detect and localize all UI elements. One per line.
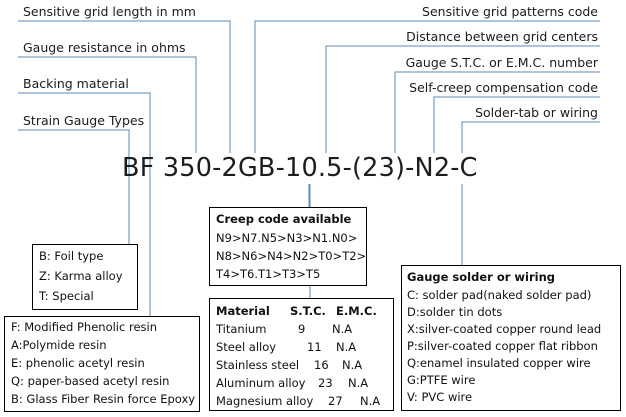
material-stc: 23 [318, 376, 333, 390]
backing-item: B: Glass Fiber Resin force Epoxy [11, 392, 196, 406]
solder-item: V: PVC wire [407, 390, 473, 404]
backing-item: F: Modified Phenolic resin [11, 320, 157, 334]
material-emc: N.A [336, 340, 357, 354]
backing-box: F: Modified Phenolic resin A:Polymide re… [4, 316, 200, 412]
solder-item: X:silver-coated copper round lead [407, 322, 602, 336]
leader-grid-length [18, 20, 231, 153]
material-emc: N.A [342, 358, 363, 372]
material-stc: 9 [298, 322, 306, 336]
label-solder-tab: Solder-tab or wiring [475, 105, 598, 120]
material-emc: N.A [348, 376, 369, 390]
stc-header: S.T.C. [290, 304, 326, 318]
emc-header: E.M.C. [336, 304, 377, 318]
label-grid-patterns: Sensitive grid patterns code [422, 4, 598, 19]
creep-line: N8>N6>N4>N2>T0>T2> [216, 249, 367, 263]
leader-resistance [18, 56, 197, 153]
solder-box: Gauge solder or wiring C: solder pad(nak… [401, 265, 621, 411]
label-stc-number: Gauge S.T.C. or E.M.C. number [405, 55, 598, 70]
model-code: BF 350-2GB-10.5-(23)-N2-C [122, 153, 478, 183]
label-backing-material: Backing material [23, 76, 129, 91]
label-gauge-types: Strain Gauge Types [23, 113, 145, 128]
material-stc: 11 [307, 340, 322, 354]
material-header: Material [216, 304, 270, 318]
leader-creep [433, 96, 600, 153]
backing-item: Q: paper-based acetyl resin [11, 374, 170, 388]
material-stc: 27 [328, 394, 343, 408]
material-name: Stainless steel [216, 358, 300, 372]
solder-title: Gauge solder or wiring [407, 270, 555, 284]
leader-grid-distance [325, 45, 600, 153]
material-name: Magnesium alloy [216, 394, 314, 408]
label-grid-length: Sensitive grid length in mm [23, 4, 196, 19]
types-item: T: Special [39, 289, 94, 303]
material-emc: N.A [360, 394, 381, 408]
creep-box: Creep code available N9>N7.N5>N3>N1.N0> … [209, 207, 367, 286]
backing-item: A:Polymide resin [11, 338, 107, 352]
material-stc: 16 [314, 358, 329, 372]
types-item: B: Foil type [39, 249, 104, 263]
leader-solder [461, 121, 600, 153]
leader-grid-pattern [254, 20, 600, 153]
types-box: B: Foil type Z: Karma alloy T: Special [32, 244, 138, 310]
material-emc: N.A [332, 322, 353, 336]
solder-item: D:solder tin dots [407, 305, 503, 319]
types-item: Z: Karma alloy [39, 269, 123, 283]
material-box: Material S.T.C. E.M.C. Titanium 9 N.A St… [209, 298, 394, 411]
solder-item: G:PTFE wire [407, 373, 476, 387]
leader-stc [394, 71, 600, 153]
creep-line: T4>T6.T1>T3>T5 [216, 267, 321, 281]
material-name: Aluminum alloy [216, 376, 306, 390]
solder-item: Q:enamel insulated copper wire [407, 356, 591, 370]
solder-item: C: solder pad(naked solder pad) [407, 288, 592, 302]
material-name: Titanium [216, 322, 267, 336]
solder-item: P:silver-coated copper flat ribbon [407, 339, 598, 353]
material-name: Steel alloy [216, 340, 277, 354]
label-gauge-resistance: Gauge resistance in ohms [23, 40, 186, 55]
label-grid-distance: Distance between grid centers [406, 29, 598, 44]
leader-backing [18, 92, 151, 316]
label-self-creep: Self-creep compensation code [409, 80, 598, 95]
creep-title: Creep code available [216, 212, 352, 226]
creep-line: N9>N7.N5>N3>N1.N0> [216, 231, 358, 245]
backing-item: E: phenolic acetyl resin [11, 356, 145, 370]
leader-types [18, 129, 130, 244]
